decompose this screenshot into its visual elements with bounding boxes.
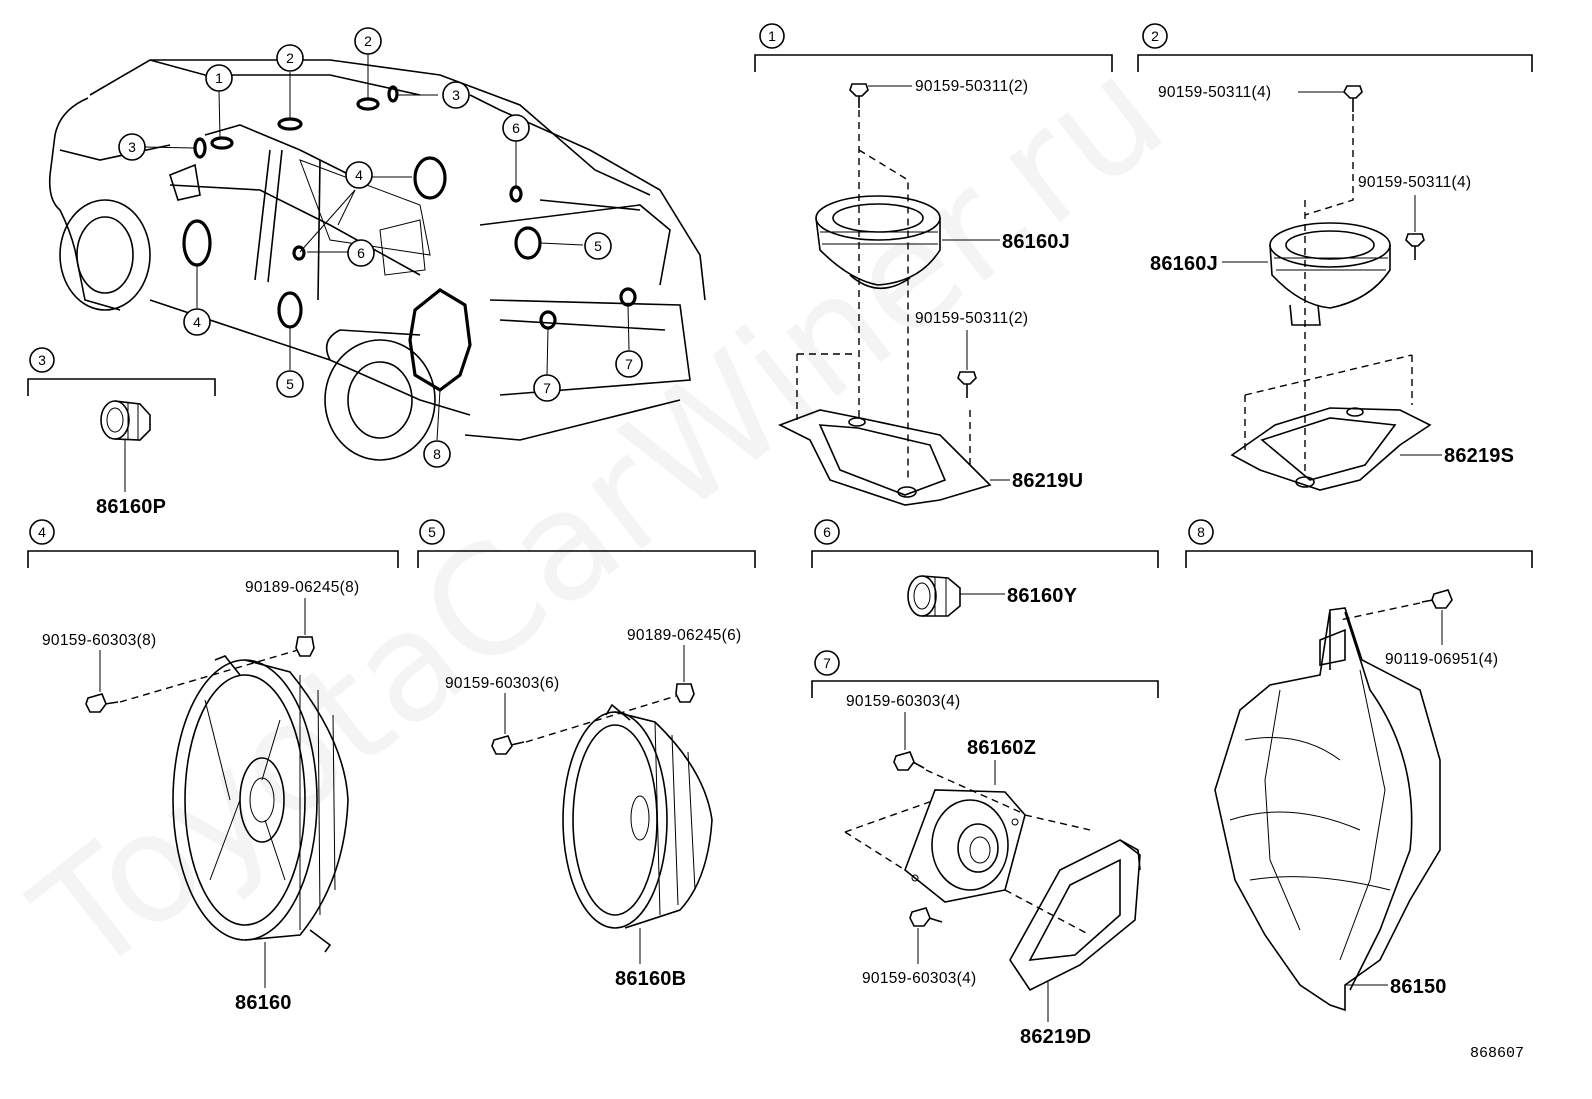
callout-5: 5 <box>286 376 294 392</box>
section-4: 4 90189-06245(8) 90159-60303(8) 86160 <box>27 519 399 1014</box>
callout-3: 3 <box>452 87 460 103</box>
screw-label: 90159-60303(8) <box>42 632 157 649</box>
section-7: 7 90159-60303(4) 86160Z 90159-60303(4) <box>811 650 1159 1048</box>
section-number: 2 <box>1151 28 1159 44</box>
bolt-top-label: 90159-50311(4) <box>1158 84 1271 101</box>
callout-5: 5 <box>594 238 602 254</box>
callout-2: 2 <box>286 50 294 66</box>
section-number: 7 <box>823 655 831 671</box>
bracket-label: 86219U <box>1012 470 1083 492</box>
tweeter-label: 86160P <box>96 496 166 518</box>
clip-label: 90189-06245(6) <box>627 627 742 644</box>
section-3: 3 86160P <box>27 347 216 518</box>
screw-icon <box>909 907 943 927</box>
watermark: ToyotaCarWiner.ru <box>4 25 1195 1009</box>
callout-1: 1 <box>215 70 223 86</box>
callout-3: 3 <box>128 139 136 155</box>
callout-6: 6 <box>357 245 365 261</box>
section-number: 4 <box>38 524 46 540</box>
section-6: 6 86160Y <box>811 519 1159 617</box>
speaker-label: 86160 <box>235 992 292 1014</box>
speaker-icon <box>172 655 349 953</box>
bracket-label: 86219D <box>1020 1026 1091 1048</box>
callout-8: 8 <box>433 446 441 462</box>
callout-7: 7 <box>543 380 551 396</box>
speaker-location-ring-icon <box>182 85 637 330</box>
diagram-ref: 868607 <box>1470 1045 1524 1062</box>
bolt-icon <box>1421 589 1453 609</box>
section-2: 2 90159-50311(4) 90159-50311(4) 86160J <box>1137 23 1533 491</box>
callout-7: 7 <box>625 356 633 372</box>
bolt-label: 90119-06951(4) <box>1385 651 1498 668</box>
vehicle-outline-icon <box>48 54 706 461</box>
tweeter-icon <box>907 575 961 617</box>
tweeter-icon <box>100 400 151 441</box>
screw-icon <box>491 735 525 755</box>
woofer-label: 86150 <box>1390 976 1447 998</box>
callout-6: 6 <box>512 120 520 136</box>
speaker-label: 86160B <box>615 968 686 990</box>
bolt-icon <box>1405 233 1425 260</box>
callout-4: 4 <box>193 314 201 330</box>
clip-icon <box>295 636 315 657</box>
bracket-icon <box>1009 839 1141 992</box>
bracket-label: 86219S <box>1444 445 1514 467</box>
screw-icon <box>85 693 119 713</box>
speaker-icon <box>815 195 941 290</box>
speaker-label: 86160J <box>1150 253 1218 275</box>
speaker-label: 86160Z <box>967 737 1036 759</box>
bolt-top-label: 90159-50311(2) <box>915 78 1028 95</box>
section-number: 1 <box>768 28 776 44</box>
section-number: 8 <box>1197 524 1205 540</box>
screw-label: 90159-60303(6) <box>445 675 560 692</box>
speaker-icon <box>1269 222 1391 326</box>
bracket-icon <box>1230 407 1432 491</box>
bolt-icon <box>849 83 869 108</box>
callout-2: 2 <box>364 33 372 49</box>
subwoofer-icon <box>1214 607 1441 1012</box>
tweeter-label: 86160Y <box>1007 585 1078 607</box>
clip-label: 90189-06245(8) <box>245 579 360 596</box>
screw-icon <box>893 751 925 771</box>
section-number: 6 <box>823 524 831 540</box>
callout-4: 4 <box>355 167 363 183</box>
bolt-side-label: 90159-50311(2) <box>915 310 1028 327</box>
section-5: 5 90189-06245(6) 90159-60303(6) 86160B <box>417 519 756 990</box>
screw-bottom-label: 90159-60303(4) <box>862 970 977 987</box>
screw-top-label: 90159-60303(4) <box>846 693 961 710</box>
section-8: 8 90119-06951(4) 86150 <box>1185 519 1533 1012</box>
section-number: 5 <box>428 524 436 540</box>
bracket-icon <box>778 409 992 506</box>
clip-icon <box>675 683 695 703</box>
speaker-icon <box>562 703 713 929</box>
bolt-side-label: 90159-50311(4) <box>1358 174 1471 191</box>
section-number: 3 <box>38 352 46 368</box>
section-1: 1 90159-50311(2) 86160J 90159-50311(2) <box>754 23 1113 506</box>
vehicle-callouts: 1 2 2 3 3 6 4 6 4 5 5 7 7 8 <box>118 27 643 468</box>
speaker-label: 86160J <box>1002 231 1070 253</box>
bolt-icon <box>957 371 977 398</box>
bolt-icon <box>1343 85 1363 112</box>
